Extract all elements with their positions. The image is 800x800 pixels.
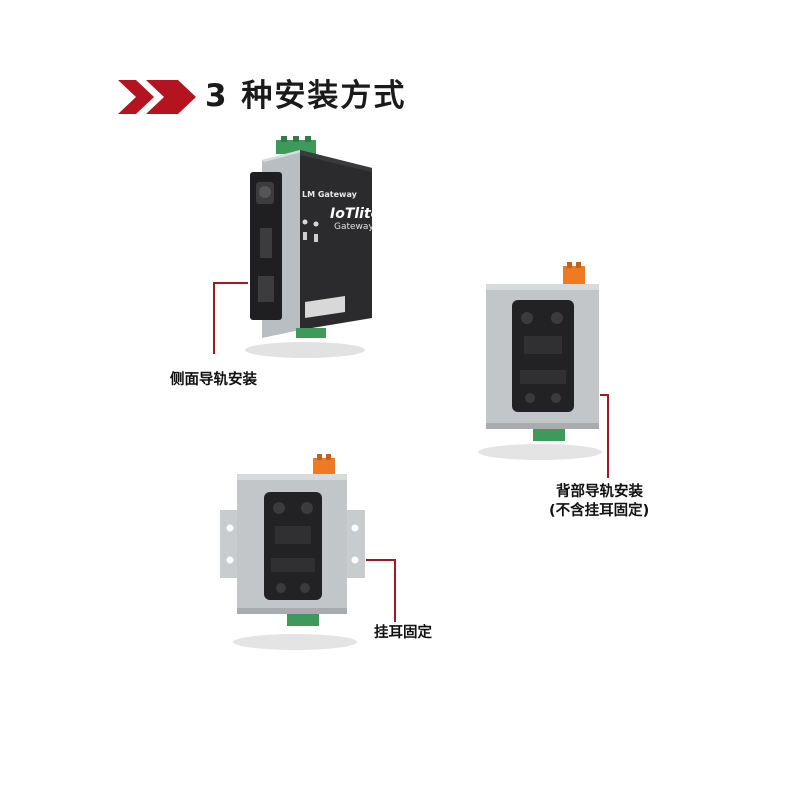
method-label-ear-mount: 挂耳固定: [374, 625, 432, 641]
right-mounting-ear: [345, 510, 365, 578]
top-terminal-block: [276, 136, 316, 154]
method-label-side-rail: 侧面导轨安装: [170, 372, 257, 388]
device-brand-label: LM Gateway: [302, 190, 357, 199]
method-note-back-rail: (不含挂耳固定): [549, 503, 650, 519]
method-label-back-rail: 背部导轨安装: [556, 484, 643, 500]
device-model-sub-label: Gateway: [334, 222, 374, 232]
device-front-panel: [300, 150, 372, 330]
chevron-arrows-icon: [118, 80, 196, 114]
page-title: 3 种安装方式: [205, 78, 407, 114]
device-model-label: IoTlite: [330, 206, 381, 222]
left-mounting-ear: [220, 510, 240, 578]
